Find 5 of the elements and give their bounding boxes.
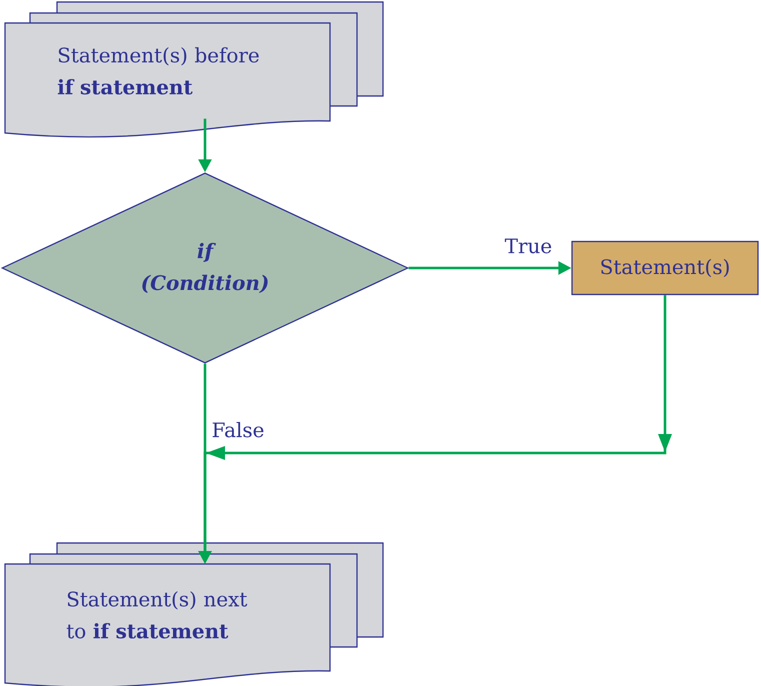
process-box: Statement(s) xyxy=(571,240,759,296)
edge-label: False xyxy=(210,420,266,438)
edge-label: True xyxy=(504,238,554,254)
document-stack: Statement(s) before if statement xyxy=(4,1,384,138)
document-stack: Statement(s) next to if statement xyxy=(4,542,384,686)
